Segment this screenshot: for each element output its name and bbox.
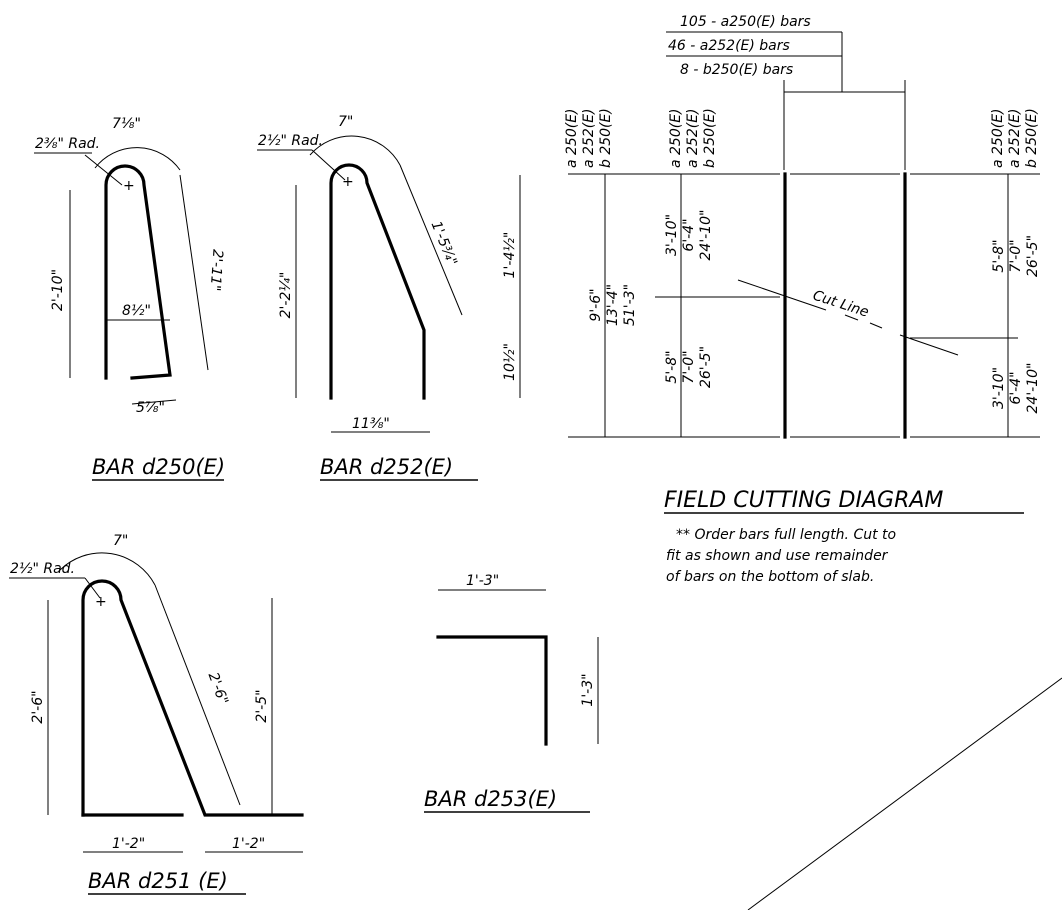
bar-d252-lower: 10½" — [502, 343, 518, 381]
cut-line-seg-2 — [844, 314, 859, 321]
bar-d250-diag: 2'-11" — [207, 249, 226, 292]
bar-d250-leg: 2'-10" — [50, 269, 66, 311]
field-total-1: 9'-6" — [588, 288, 604, 321]
bar-d250-radius: 2⅜" Rad. — [35, 136, 100, 152]
cut-line-seg-1 — [737, 279, 827, 311]
field-left-label-2: a 252(E) — [581, 108, 597, 168]
field-note-line-3: of bars on the bottom of slab. — [666, 569, 874, 585]
bar-d250-inner: 8½" — [122, 303, 151, 319]
field-cutting-diagram: 105 - a250(E) bars 46 - a252(E) bars 8 -… — [564, 14, 1041, 585]
bar-d253-detail: 1'-3" 1'-3" BAR d253(E) — [424, 573, 599, 813]
bar-d253-title: BAR d253(E) — [424, 787, 557, 811]
bar-d250-title: BAR d250(E) — [92, 455, 225, 479]
field-right-lower-3: 24'-10" — [1025, 363, 1041, 414]
cut-line-label: Cut Line — [811, 288, 871, 321]
bar-d252-leg: 2'-2¼" — [278, 272, 294, 319]
bar-d252-arc: 7" — [338, 114, 353, 130]
bar-d252-arc-dim — [309, 135, 401, 166]
field-right-upper-1: 5'-8" — [991, 239, 1007, 272]
bar-d252-shape — [329, 163, 426, 400]
field-right-upper-2: 7'-0" — [1008, 239, 1024, 272]
field-mid-upper-2: 6'-4" — [681, 218, 697, 251]
bar-d252-detail: + 2½" Rad. 7" 2'-2¼" 1'-5¾" 1'-4½" 10½" … — [257, 114, 521, 481]
bar-d251-diag-dimline — [154, 584, 241, 806]
bar-d251-base2: 1'-2" — [232, 836, 265, 852]
bar-d251-shape — [81, 579, 304, 817]
field-header-line-2: 46 - a252(E) bars — [668, 38, 790, 54]
field-mid-lower-1: 5'-8" — [664, 350, 680, 383]
field-title: FIELD CUTTING DIAGRAM — [664, 488, 943, 513]
field-right-label-1: a 250(E) — [990, 108, 1006, 168]
field-mid-upper-1: 3'-10" — [664, 214, 680, 256]
bar-d250-arc-dim — [94, 147, 181, 171]
field-right-lower-1: 3'-10" — [991, 367, 1007, 409]
field-right-label-3: b 250(E) — [1024, 108, 1040, 168]
field-right-lower-2: 6'-4" — [1008, 371, 1024, 404]
bar-d251-radius: 2½" Rad. — [10, 561, 75, 577]
field-left-label-3: b 250(E) — [598, 108, 614, 168]
field-mid-lower-3: 26'-5" — [698, 346, 714, 388]
field-mid-lower-2: 7'-0" — [681, 350, 697, 383]
bar-d251-base1: 1'-2" — [112, 836, 145, 852]
field-right-upper-3: 26'-5" — [1025, 235, 1041, 277]
cut-line-seg-3 — [869, 322, 883, 329]
bar-d252-diag-dimline — [399, 164, 463, 316]
bar-d250-detail: + 2⅜" Rad. 7⅛" 2'-10" 2'-11" 8½" 5⅞" BAR… — [34, 116, 226, 481]
field-mid-label-3: b 250(E) — [702, 108, 718, 168]
bar-d253-vert: 1'-3" — [580, 673, 596, 706]
bar-d251-right: 2'-5" — [254, 689, 270, 722]
bar-d252-width: 11⅜" — [352, 416, 390, 432]
bar-d253-shape — [436, 635, 548, 746]
bar-d250-tail: 5⅞" — [136, 400, 165, 416]
bar-d252-upper: 1'-4½" — [502, 232, 518, 279]
bar-d250-diag-dimline — [179, 174, 209, 371]
bar-d252-radius: 2½" Rad. — [258, 133, 323, 149]
bar-d252-title: BAR d252(E) — [320, 455, 453, 479]
bar-d250-shape — [104, 164, 172, 380]
bar-d251-radius-leader — [84, 577, 101, 599]
bar-d250-arc: 7⅛" — [112, 116, 141, 132]
bar-d251-arc: 7" — [113, 533, 128, 549]
center-mark: + — [123, 178, 135, 194]
bar-d253-horiz: 1'-3" — [466, 573, 499, 589]
field-mid-upper-3: 24'-10" — [698, 210, 714, 261]
bar-d251-diag: 2'-6" — [205, 670, 231, 707]
center-mark: + — [342, 174, 354, 190]
bar-d251-leg: 2'-6" — [30, 690, 46, 723]
field-note-line-1: ** Order bars full length. Cut to — [676, 527, 896, 543]
bar-d250-tail-dimline — [131, 399, 177, 405]
bar-d251-arc-dim — [59, 552, 156, 586]
bar-d251-title: BAR d251 (E) — [88, 869, 228, 893]
bar-d250-radius-leader — [84, 154, 123, 186]
bar-d252-radius-leader — [311, 149, 346, 181]
field-header-line-1: 105 - a250(E) bars — [680, 14, 811, 30]
field-header-line-3: 8 - b250(E) bars — [680, 62, 793, 78]
field-mid-label-1: a 250(E) — [668, 108, 684, 168]
field-right-label-2: a 252(E) — [1007, 108, 1023, 168]
bar-d251-detail: + 2½" Rad. 7" 2'-6" 2'-6" 2'-5" 1'-2" 1'… — [9, 533, 304, 895]
field-total-2: 13'-4" — [605, 284, 621, 326]
field-mid-label-2: a 252(E) — [685, 108, 701, 168]
sheet-border-diagonal — [747, 677, 1062, 910]
cut-line-seg-4 — [899, 334, 959, 356]
field-total-3: 51'-3" — [622, 284, 638, 326]
field-left-label-1: a 250(E) — [564, 108, 580, 168]
field-note-line-2: fit as shown and use remainder — [666, 548, 889, 564]
center-mark: + — [95, 594, 107, 610]
